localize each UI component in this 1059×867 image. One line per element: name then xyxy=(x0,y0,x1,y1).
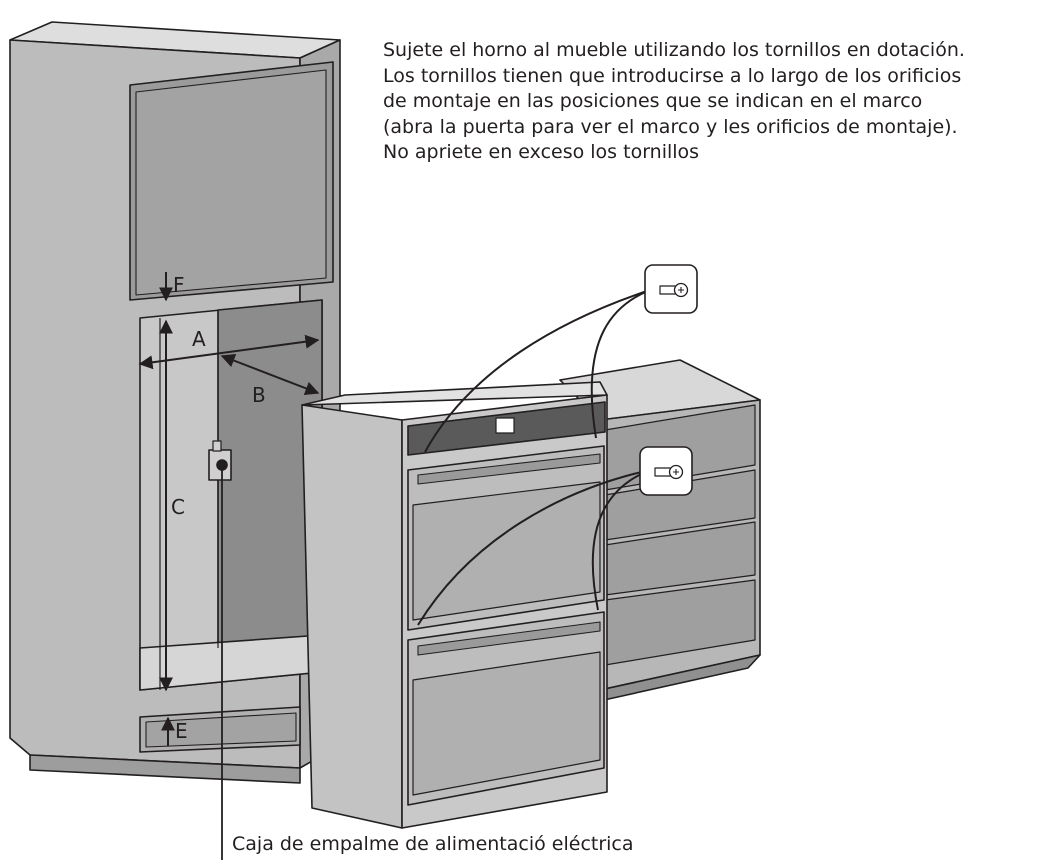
screw-icon xyxy=(639,446,693,496)
dimension-arrow-b xyxy=(220,353,320,396)
double-oven xyxy=(301,381,608,829)
tall-cabinet xyxy=(9,21,341,784)
instruction-line: Sujete el horno al mueble utilizando los… xyxy=(383,39,965,61)
instruction-line: No apriete en exceso los tornillos xyxy=(383,141,700,163)
dimension-label-a: A xyxy=(192,327,206,351)
instruction-line: Los tornillos tienen que introducirse a … xyxy=(383,64,962,87)
installation-instructions: Sujete el horno al mueble utilizando los… xyxy=(383,38,1055,166)
dimension-label-f: F xyxy=(173,273,185,297)
dimension-label-c: C xyxy=(171,495,185,519)
dimension-label-b: B xyxy=(252,383,266,407)
dimension-label-e: E xyxy=(175,719,188,743)
junction-box-caption: Caja de empalme de alimentació eléctrica xyxy=(232,833,634,855)
dimension-arrows xyxy=(138,272,320,746)
instruction-line: (abra la puerta para ver el marco y les … xyxy=(383,115,958,138)
screw-icon xyxy=(644,264,698,314)
instruction-line: de montaje en las posiciones que se indi… xyxy=(383,90,923,112)
